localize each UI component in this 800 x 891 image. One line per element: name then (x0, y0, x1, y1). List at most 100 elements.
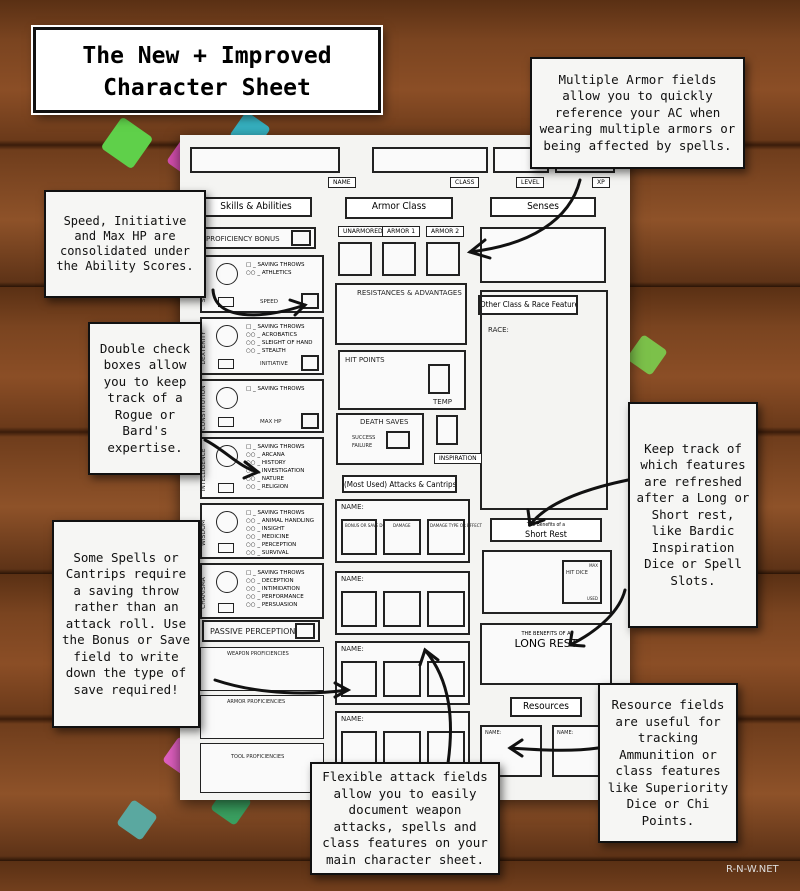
skill-label: Saving Throws (257, 262, 305, 268)
skill-row[interactable]: ○○ _ Religion (246, 484, 289, 490)
proficiency-bonus-label: Proficiency Bonus (206, 235, 280, 243)
ability-block-dexterity: Dexterity □ _ Saving Throws○○ _ Acrobati… (200, 317, 324, 375)
skill-row[interactable]: ○○ _ Intimidation (246, 586, 300, 592)
success-label: Success (352, 435, 376, 441)
skill-row[interactable]: ○○ _ Deception (246, 578, 294, 584)
skill-row[interactable]: □ _ Saving Throws (246, 386, 305, 392)
skill-row[interactable]: ○○ _ Animal Handling (246, 518, 314, 524)
attack-block[interactable]: Name: (335, 641, 470, 705)
skill-row[interactable]: □ _ Saving Throws (246, 570, 305, 576)
skill-row[interactable]: ○○ _ Persuasion (246, 602, 298, 608)
ability-modifier-box[interactable] (218, 417, 234, 427)
attack-name-label: Name: (341, 575, 364, 583)
skill-row[interactable]: □ _ Saving Throws (246, 510, 305, 516)
callout-double-check: Double check boxes allow you to keep tra… (88, 322, 202, 475)
ability-extra-field[interactable] (301, 355, 319, 371)
skill-row[interactable]: ○○ _ Acrobatics (246, 332, 297, 338)
skill-label: Insight (261, 526, 285, 532)
short-rest-pre: The Benefits of a (526, 522, 566, 528)
skill-label: Arcana (261, 452, 285, 458)
hit-dice-label: Hit Dice (566, 570, 588, 576)
skill-label: Performance (261, 594, 304, 600)
skill-row[interactable]: ○○ _ Medicine (246, 534, 289, 540)
resistances-label: Resistances & Advantages (357, 289, 462, 297)
ability-score-circle[interactable] (216, 387, 238, 409)
senses-header: Senses (490, 197, 596, 217)
skill-row[interactable]: ○○ _ Sleight of Hand (246, 340, 313, 346)
resource-name-label: Name: (485, 730, 502, 736)
ability-modifier-box[interactable] (218, 359, 234, 369)
skills-header: Skills & Abilities (200, 197, 312, 217)
green-die (626, 334, 668, 376)
armor-field[interactable] (338, 242, 372, 276)
ability-modifier-box[interactable] (218, 483, 234, 493)
ability-extra-field[interactable] (301, 413, 319, 429)
armor-field[interactable] (382, 242, 416, 276)
ability-modifier-box[interactable] (218, 297, 234, 307)
callout-flexible-attacks: Flexible attack fields allow you to easi… (310, 762, 500, 875)
other-features-header: Other Class & Race Features (478, 295, 578, 315)
skill-row[interactable]: ○○ _ Performance (246, 594, 304, 600)
skill-row[interactable]: ○○ _ Nature (246, 476, 284, 482)
skill-label: Acrobatics (261, 332, 297, 338)
ability-modifier-box[interactable] (218, 603, 234, 613)
attack-field-label: Damage (393, 523, 411, 528)
short-rest-label: Short Rest (525, 530, 567, 540)
callout-resources: Resource fields are useful for tracking … (598, 683, 738, 843)
skill-label: Survival (261, 550, 289, 556)
short-rest-header: The Benefits of a Short Rest (490, 518, 602, 542)
skill-row[interactable]: ○○ _ Stealth (246, 348, 286, 354)
skill-row[interactable]: ○○ _ History (246, 460, 286, 466)
senses-field[interactable] (480, 227, 606, 283)
skill-label: Athletics (261, 270, 292, 276)
name-tag: Name (328, 177, 356, 188)
ability-score-circle[interactable] (216, 263, 238, 285)
skill-label: Deception (261, 578, 294, 584)
ability-block-constitution: Constitution □ _ Saving ThrowsMax HP (200, 379, 324, 433)
attack-name-label: Name: (341, 645, 364, 653)
ability-name: Charisma (200, 577, 207, 609)
temp-label: Temp (433, 398, 452, 406)
skill-row[interactable]: ○○ _ Insight (246, 526, 285, 532)
skill-row[interactable]: ○○ _ Arcana (246, 452, 285, 458)
ability-score-circle[interactable] (216, 325, 238, 347)
used-label: Used (586, 596, 598, 601)
skill-label: Religion (261, 484, 289, 490)
ability-modifier-box[interactable] (218, 543, 234, 553)
attack-name-label: Name: (341, 503, 364, 511)
armor-prof-label: Armor Proficiencies (227, 699, 286, 705)
skill-row[interactable]: □ _ Saving Throws (246, 324, 305, 330)
attack-block[interactable]: Name: (335, 571, 470, 635)
ability-extra-label: Max HP (260, 419, 282, 425)
resources-header: Resources (510, 697, 582, 717)
skill-row[interactable]: ○○ _ Athletics (246, 270, 292, 276)
skill-row[interactable]: ○○ _ Survival (246, 550, 289, 556)
ability-score-circle[interactable] (216, 571, 238, 593)
inspiration-field[interactable] (436, 415, 458, 445)
skill-row[interactable]: ○○ _ Investigation (246, 468, 305, 474)
ability-score-circle[interactable] (216, 445, 238, 467)
skill-label: Intimidation (261, 586, 300, 592)
inspiration-tag: Inspiration (434, 453, 482, 464)
resource-name-label: Name: (557, 730, 574, 736)
skill-label: Saving Throws (257, 570, 305, 576)
xp-tag: XP (592, 177, 610, 188)
skill-row[interactable]: □ _ Saving Throws (246, 444, 305, 450)
death-saves-grid[interactable] (386, 431, 410, 449)
callout-spells: Some Spells or Cantrips require a saving… (52, 520, 200, 728)
short-rest-field[interactable]: Hit DiceMaxUsed (482, 550, 612, 614)
skill-label: Medicine (261, 534, 289, 540)
skill-row[interactable]: □ _ Saving Throws (246, 262, 305, 268)
ability-extra-field[interactable] (301, 293, 319, 309)
ability-block-intelligence: Intelligence □ _ Saving Throws○○ _ Arcan… (200, 437, 324, 499)
callout-armor: Multiple Armor fields allow you to quick… (530, 57, 745, 169)
attack-block[interactable]: Name: Bonus or Save DC Damage Damage Typ… (335, 499, 482, 563)
skill-label: Animal Handling (261, 518, 314, 524)
ability-score-circle[interactable] (216, 511, 238, 533)
attack-field-label: Bonus or Save DC (345, 523, 386, 528)
attack-field-label: Damage Type or Effect (430, 523, 482, 528)
armor-field[interactable] (426, 242, 460, 276)
skill-label: Saving Throws (257, 386, 305, 392)
skill-row[interactable]: ○○ _ Perception (246, 542, 297, 548)
